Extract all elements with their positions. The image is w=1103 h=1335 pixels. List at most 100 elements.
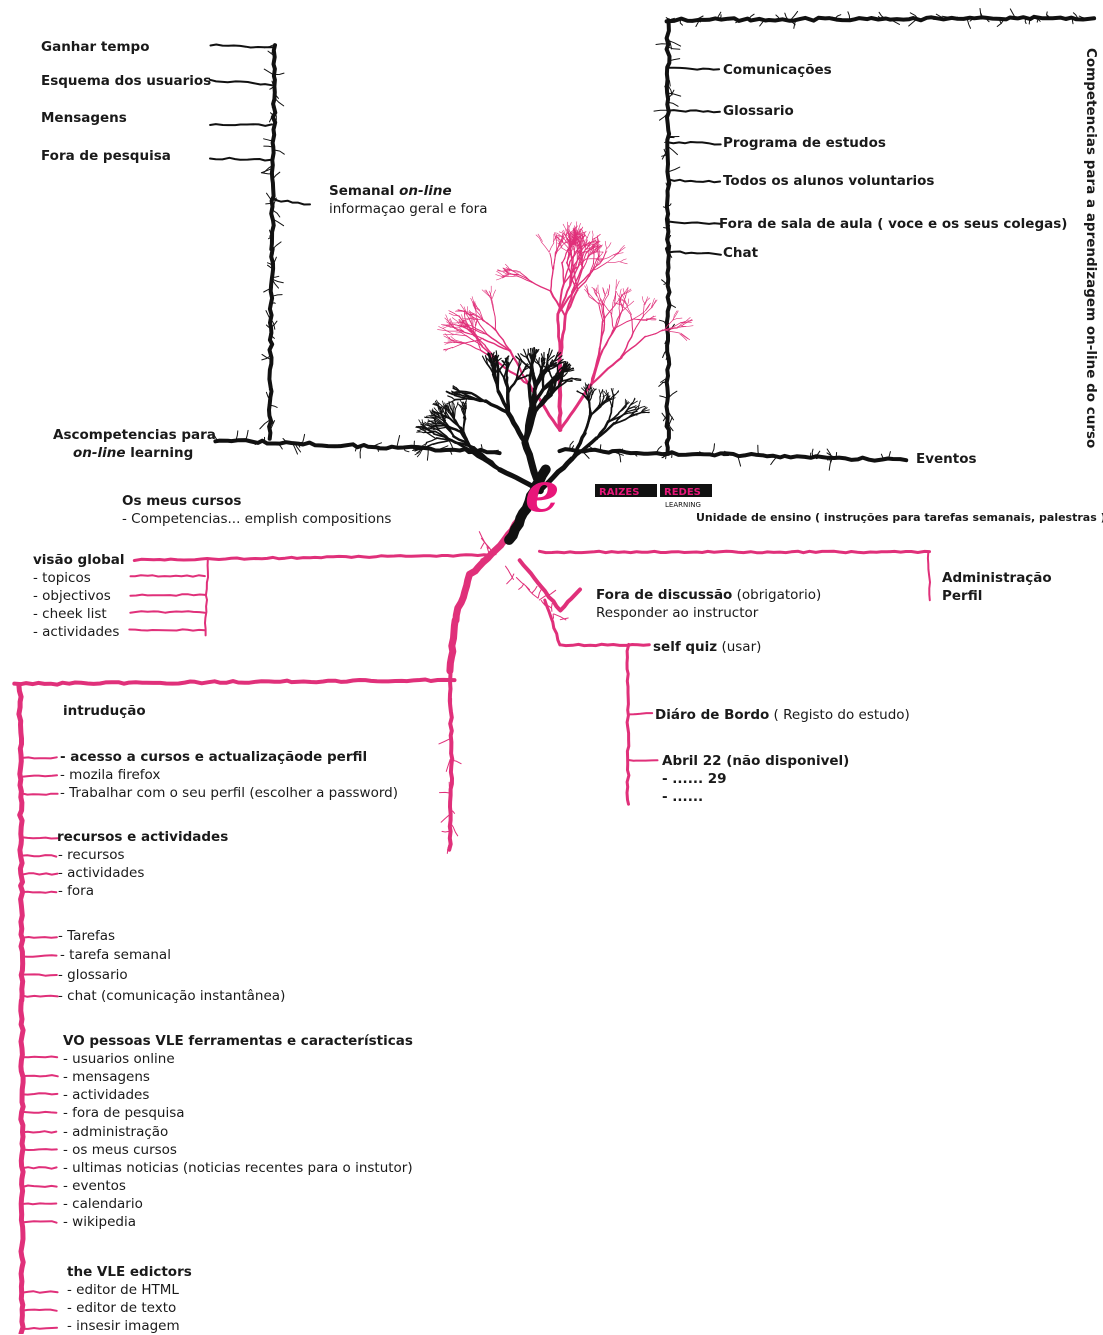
node-fora-sala-aula: Fora de sala de aula ( voce e os seus co… <box>719 215 1067 233</box>
branch-segment <box>22 757 57 758</box>
branch-segment <box>483 320 496 330</box>
branch-segment <box>585 416 590 433</box>
node-recursos-actividades: recursos e actividades <box>57 828 228 846</box>
node-mensagens: Mensagens <box>41 109 127 127</box>
branch-segment <box>629 713 653 714</box>
branch-segment <box>129 629 205 630</box>
branch-segment <box>550 253 553 269</box>
branch-segment <box>811 453 812 458</box>
branch-segment <box>492 290 495 299</box>
branch-segment <box>23 1310 57 1311</box>
node-fora-pesquisa: Fora de pesquisa <box>41 147 171 165</box>
branch-segment <box>23 955 57 957</box>
branch-segment <box>531 282 551 292</box>
branch-segment <box>620 259 626 262</box>
branch-segment <box>271 405 278 407</box>
branch-segment <box>427 450 428 461</box>
branch-segment <box>22 794 57 795</box>
branch-segment <box>508 413 525 442</box>
visao-item: - cheek list <box>33 605 107 623</box>
branch-segment <box>479 532 489 549</box>
node-programa-estudos: Programa de estudos <box>723 134 886 152</box>
branch-segment <box>1025 18 1026 24</box>
left-item: - os meus cursos <box>63 1141 177 1159</box>
node-vo-pessoas: VO pessoas VLE ferramentas e característ… <box>63 1032 413 1050</box>
left-item: - editor de texto <box>67 1299 176 1317</box>
raizes-redes-logo: e RAIZES REDES LEARNING <box>525 467 725 517</box>
branch-segment <box>603 389 604 396</box>
branch-segment <box>549 243 554 253</box>
branch-segment <box>426 439 436 443</box>
left-item: - fora <box>58 882 94 900</box>
branch-segment <box>23 996 58 997</box>
node-intrudução: intrudução <box>63 702 146 720</box>
node-fora-discussao: Fora de discussão (obrigatorio) <box>596 586 821 604</box>
branch-segment <box>602 330 613 351</box>
branch-segment <box>22 1167 57 1169</box>
node-esquema-usuarios: Esquema dos usuarios <box>41 72 211 90</box>
branch-segment <box>481 445 482 451</box>
vertical-title: Competencias para a aprendizagem on-line… <box>1079 48 1103 408</box>
branch-segment <box>604 294 609 305</box>
branch-segment <box>131 575 205 576</box>
branch-segment <box>496 277 503 280</box>
branch-segment <box>538 234 543 241</box>
left-item: - chat (comunicação instantânea) <box>58 987 285 1005</box>
left-item: - editor de HTML <box>67 1281 179 1299</box>
branch-segment <box>14 680 454 685</box>
left-item: - actividades <box>63 1086 149 1104</box>
node-chat: Chat <box>723 244 758 262</box>
branch-segment <box>426 432 436 439</box>
branch-segment <box>591 406 599 415</box>
branch-segment <box>667 110 720 112</box>
branch-segment <box>455 327 468 328</box>
branch-segment <box>505 276 517 277</box>
branch-segment <box>205 560 208 635</box>
branch-segment <box>642 297 645 304</box>
node-meus-cursos-sub: - Competencias... emplish compositions <box>122 510 391 528</box>
branch-segment <box>302 434 304 443</box>
branch-segment <box>440 792 450 793</box>
branch-segment <box>527 375 533 376</box>
branch-segment <box>482 290 490 297</box>
branch-segment <box>771 457 777 465</box>
left-item: - fora de pesquisa <box>63 1104 185 1122</box>
branch-segment <box>444 348 453 350</box>
node-abril-dots: - ...... <box>662 788 703 806</box>
branch-segment <box>439 739 449 744</box>
branch-segment <box>600 445 601 451</box>
branch-segment <box>294 443 300 444</box>
left-item: - Trabalhar com o seu perfil (escolher a… <box>60 784 398 802</box>
branch-segment <box>21 1075 58 1076</box>
node-administracao: Administração <box>942 569 1052 587</box>
branch-segment <box>593 234 601 239</box>
node-semanal-sub: informaçao geral e fora <box>329 200 487 218</box>
branch-segment <box>612 302 613 313</box>
node-eventos: Eventos <box>916 450 977 468</box>
branch-segment <box>654 110 668 111</box>
branch-segment <box>463 318 471 319</box>
branch-segment <box>273 187 274 194</box>
branch-segment <box>626 303 632 314</box>
branch-segment <box>668 179 720 182</box>
branch-segment <box>712 444 715 454</box>
branch-segment <box>130 594 205 595</box>
branch-segment <box>667 221 720 224</box>
branch-segment <box>519 359 520 367</box>
branch-segment <box>623 306 631 315</box>
branch-segment <box>656 44 668 45</box>
left-item: - wikipedia <box>63 1213 136 1231</box>
branch-segment <box>210 80 272 85</box>
branch-segment <box>134 555 490 561</box>
branch-segment <box>598 285 599 292</box>
left-item: - tarefa semanal <box>60 946 171 964</box>
branch-segment <box>22 1203 57 1204</box>
left-item: - usuarios online <box>63 1050 175 1068</box>
branch-segment <box>508 379 517 393</box>
branch-segment <box>22 974 57 975</box>
branch-segment <box>23 1186 57 1187</box>
branch-segment <box>668 167 680 172</box>
branch-segment <box>23 1131 57 1132</box>
branch-segment <box>576 254 578 267</box>
branch-segment <box>210 158 271 161</box>
